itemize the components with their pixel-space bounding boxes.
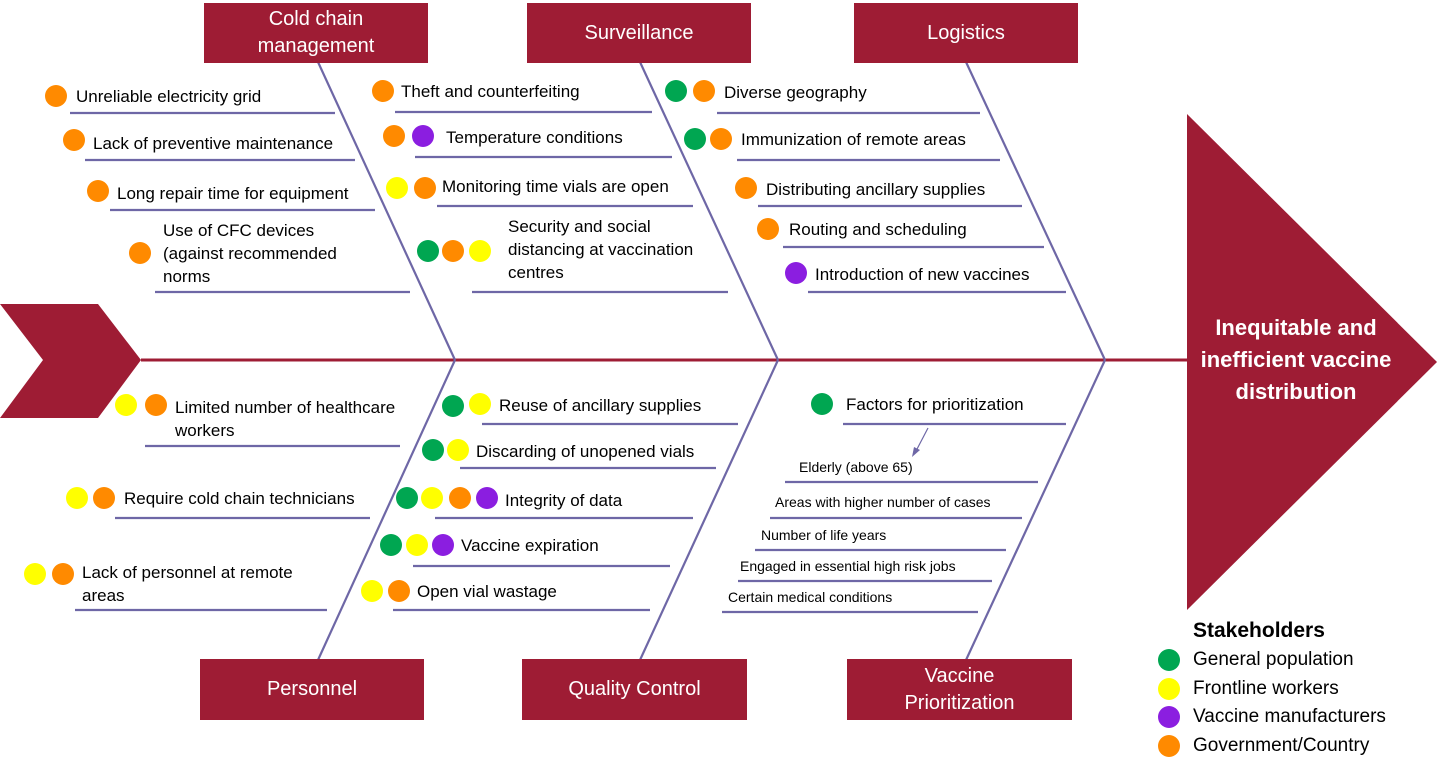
category-quality-control: Quality Control xyxy=(522,659,747,720)
stakeholder-dot xyxy=(449,487,471,509)
stakeholder-dot xyxy=(735,177,757,199)
stakeholder-dot xyxy=(442,395,464,417)
stakeholder-dot xyxy=(66,487,88,509)
cause-label: Security and social distancing at vaccin… xyxy=(508,217,694,282)
stakeholder-dot xyxy=(476,487,498,509)
stakeholder-dot xyxy=(396,487,418,509)
legend-swatch xyxy=(1158,677,1180,700)
legend-item: Vaccine manufacturers xyxy=(1158,703,1386,732)
cause-label: Limited number of healthcare workers xyxy=(175,398,396,440)
effect-label: Inequitable and inefficient vaccine dist… xyxy=(1200,315,1392,404)
stakeholder-dot xyxy=(442,240,464,262)
stakeholder-dot xyxy=(432,534,454,556)
category-logistics: Logistics xyxy=(854,3,1078,63)
cause-label: Unreliable electricity grid xyxy=(76,87,262,106)
stakeholder-dot xyxy=(87,180,109,202)
stakeholder-dot xyxy=(63,129,85,151)
cause-label: Immunization of remote areas xyxy=(741,130,966,149)
cause-label: Temperature conditions xyxy=(446,128,623,147)
cause-label: Factors for prioritization xyxy=(846,395,1024,414)
bone-quality xyxy=(639,359,779,661)
bone-cold-chain xyxy=(317,61,456,361)
cause-label: Diverse geography xyxy=(724,83,867,102)
stakeholder-dot xyxy=(785,262,807,284)
cause-label: Use of CFC devices (against recommended … xyxy=(163,221,337,286)
stakeholder-dot xyxy=(406,534,428,556)
stakeholder-dot xyxy=(45,85,67,107)
stakeholder-dot xyxy=(417,240,439,262)
stakeholder-dot xyxy=(469,393,491,415)
category-cold-chain: Cold chain management xyxy=(204,3,428,63)
legend-item: General population xyxy=(1158,646,1386,675)
category-surveillance: Surveillance xyxy=(527,3,751,63)
cause-label: Integrity of data xyxy=(505,491,623,510)
stakeholder-dot xyxy=(24,563,46,585)
bone-surveillance xyxy=(639,61,779,361)
cause-label: Distributing ancillary supplies xyxy=(766,180,986,199)
cause-label: Lack of personnel at remote areas xyxy=(82,563,293,605)
stakeholder-dot xyxy=(145,394,167,416)
legend-swatch xyxy=(1158,649,1180,672)
cause-label: Routing and scheduling xyxy=(789,220,967,239)
legend-label: Vaccine manufacturers xyxy=(1193,706,1386,728)
cause-label: Vaccine expiration xyxy=(461,536,599,555)
stakeholder-dot xyxy=(684,128,706,150)
stakeholder-dot xyxy=(380,534,402,556)
prioritization-factor: Areas with higher number of cases xyxy=(775,494,991,510)
cause-label: Introduction of new vaccines xyxy=(815,265,1030,284)
cause-label: Open vial wastage xyxy=(417,582,557,601)
cause-label: Long repair time for equipment xyxy=(117,184,349,203)
cause-label: Monitoring time vials are open xyxy=(442,177,669,196)
stakeholder-dot xyxy=(129,242,151,264)
stakeholder-dot xyxy=(665,80,687,102)
stakeholder-dot xyxy=(93,487,115,509)
stakeholder-dot xyxy=(710,128,732,150)
stakeholder-legend: Stakeholders General population Frontlin… xyxy=(1158,616,1386,760)
bones xyxy=(70,61,1106,661)
stakeholder-dot xyxy=(757,218,779,240)
prioritization-factor: Certain medical conditions xyxy=(728,589,893,605)
legend-label: General population xyxy=(1193,649,1354,671)
stakeholder-dot xyxy=(469,240,491,262)
legend-label: Frontline workers xyxy=(1193,677,1339,699)
prioritization-factor: Number of life years xyxy=(761,527,887,543)
legend-swatch xyxy=(1158,734,1180,757)
stakeholder-dot xyxy=(52,563,74,585)
legend-label: Government/Country xyxy=(1193,734,1370,756)
prioritization-factor: Engaged in essential high risk jobs xyxy=(740,558,956,574)
legend-item: Government/Country xyxy=(1158,732,1386,761)
cause-label: Theft and counterfeiting xyxy=(401,82,580,101)
stakeholder-dot xyxy=(412,125,434,147)
stakeholder-dot xyxy=(372,80,394,102)
stakeholder-dot xyxy=(811,393,833,415)
stakeholder-dot xyxy=(386,177,408,199)
legend-item: Frontline workers xyxy=(1158,675,1386,704)
cause-label: Discarding of unopened vials xyxy=(476,442,695,461)
factors-arrowhead xyxy=(912,447,920,457)
legend-swatch xyxy=(1158,706,1180,729)
category-vaccine-prioritization: Vaccine Prioritization xyxy=(847,659,1072,720)
effect-head xyxy=(1187,114,1437,610)
legend-title: Stakeholders xyxy=(1193,619,1325,642)
category-personnel: Personnel xyxy=(200,659,424,720)
stakeholder-dot xyxy=(383,125,405,147)
stakeholder-dot xyxy=(422,439,444,461)
prioritization-factor: Elderly (above 65) xyxy=(799,459,913,475)
cause-label: Lack of preventive maintenance xyxy=(93,134,334,153)
stakeholder-dot xyxy=(414,177,436,199)
bone-logistics xyxy=(965,61,1106,361)
bone-personnel xyxy=(316,359,457,661)
stakeholder-dot xyxy=(388,580,410,602)
stakeholder-dot xyxy=(421,487,443,509)
stakeholder-dot xyxy=(447,439,469,461)
stakeholder-dot xyxy=(693,80,715,102)
factors-arrow xyxy=(915,427,929,452)
stakeholder-dot xyxy=(115,394,137,416)
cause-label: Reuse of ancillary supplies xyxy=(499,396,702,415)
stakeholder-dot xyxy=(361,580,383,602)
cause-label: Require cold chain technicians xyxy=(124,489,355,508)
tail-chevron xyxy=(0,304,141,418)
bone-prioritization xyxy=(965,359,1106,661)
